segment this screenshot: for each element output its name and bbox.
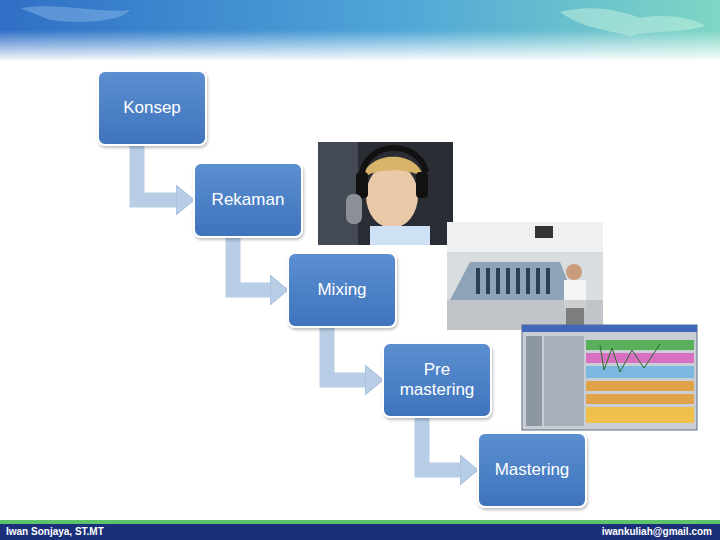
process-box: Mixing (287, 252, 397, 328)
step-label: Mastering (495, 460, 570, 480)
map-watermark (560, 8, 705, 36)
process-box: Mastering (477, 432, 587, 508)
footer-bar (0, 524, 720, 540)
step-label: Mixing (317, 280, 366, 300)
step-label: Rekaman (212, 190, 285, 210)
elbow-arrow (422, 418, 460, 470)
step-label: Pre mastering (392, 360, 482, 401)
software-screenshot (522, 325, 697, 430)
step-label: Konsep (123, 98, 181, 118)
author-email: iwankuliah@gmail.com (602, 525, 712, 539)
process-box: Konsep (97, 70, 207, 146)
process-box: Rekaman (193, 162, 303, 238)
top-fade (0, 30, 720, 62)
singer-photo (318, 142, 453, 245)
elbow-arrow (137, 146, 176, 200)
studio-photo (447, 222, 603, 330)
map-watermark (20, 6, 130, 22)
elbow-arrow (327, 328, 365, 380)
author-name: Iwan Sonjaya, ST.MT (6, 525, 104, 539)
process-box: Pre mastering (382, 342, 492, 418)
elbow-arrow (233, 238, 270, 290)
footer-stripe (0, 520, 720, 524)
